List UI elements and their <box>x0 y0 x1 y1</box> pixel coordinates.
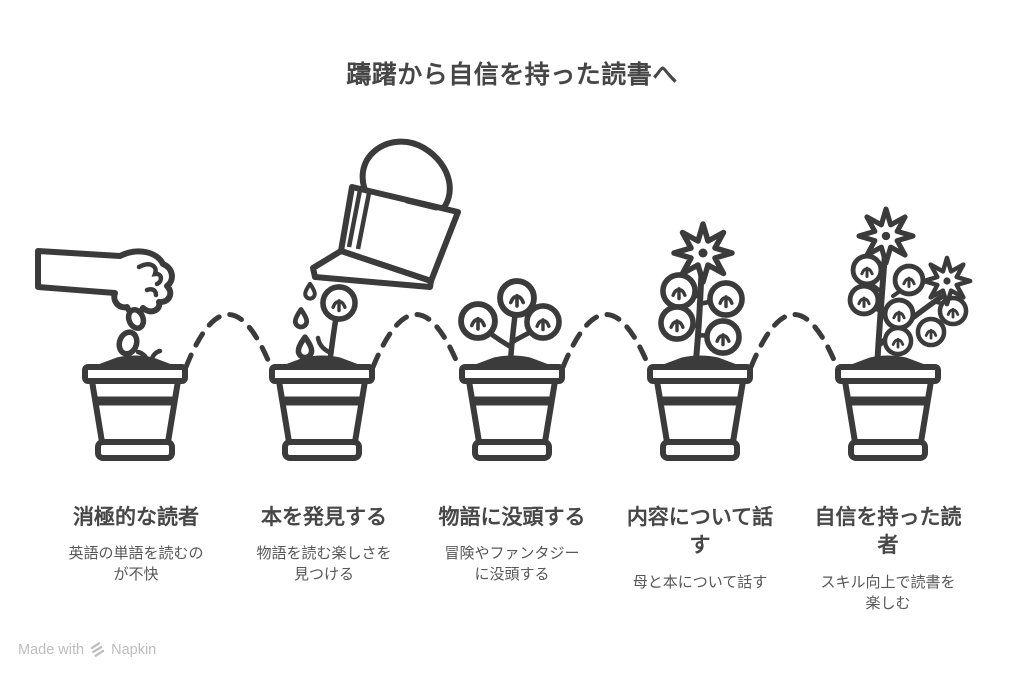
stage-description: スキル向上で読書を 楽しむ <box>820 573 956 612</box>
hand-planting-seeds-icon <box>35 248 175 357</box>
stage-item-1: 消極的な読者 英語の単語を読むの が不快 <box>42 504 230 585</box>
watermark-text: Made with <box>18 641 85 658</box>
stage-item-5: 自信を持った読 者 スキル向上で読書を 楽しむ <box>794 504 982 614</box>
stage-label: 自信を持った読 者 <box>814 506 962 558</box>
dashed-arc-3 <box>560 312 652 370</box>
diagram-title: 躊躇から自信を持った読書へ <box>346 61 678 89</box>
water-drops-icon <box>295 284 315 358</box>
dashed-arc-2 <box>370 312 462 370</box>
stage-label: 物語に没頭する <box>438 506 586 529</box>
stage-label: 消極的な読者 <box>73 506 199 529</box>
seed-sprout-icon <box>135 348 163 369</box>
stage-label: 本を発見する <box>261 506 387 529</box>
stage-label: 内容について話 す <box>626 506 774 558</box>
napkin-logo-icon <box>90 642 105 657</box>
blooming-plant-icon <box>850 209 970 372</box>
napkin-watermark: Made with Napkin <box>18 641 156 658</box>
stage-description: 冒険やファンタジー に没頭する <box>444 545 580 584</box>
flower-pot-5 <box>838 357 938 458</box>
stage-list: 消極的な読者 英語の単語を読むの が不快 本を発見する 物語を読む楽しさを 見つ… <box>42 504 982 614</box>
stage-description: 英語の単語を読むの が不快 <box>68 545 204 584</box>
flower-pot-4 <box>650 357 750 458</box>
dashed-arc-1 <box>183 312 274 370</box>
flower-pot-2 <box>272 357 372 458</box>
stage-description: 物語を読む楽しさを 見つける <box>256 545 392 584</box>
stage-description: 母と本について話す <box>632 573 768 591</box>
stage-item-2: 本を発見する 物語を読む楽しさを 見つける <box>230 504 418 585</box>
flower-pot-3 <box>462 357 562 458</box>
stage-item-4: 内容について話 す 母と本について話す <box>606 504 794 593</box>
watermark-brand: Napkin <box>111 641 157 658</box>
watering-can-icon <box>310 138 461 290</box>
flower-pot-1 <box>85 357 185 458</box>
stage-item-3: 物語に没頭する 冒険やファンタジー に没頭する <box>418 504 606 585</box>
dashed-arc-4 <box>748 312 840 370</box>
flowering-plant-icon <box>661 224 742 372</box>
